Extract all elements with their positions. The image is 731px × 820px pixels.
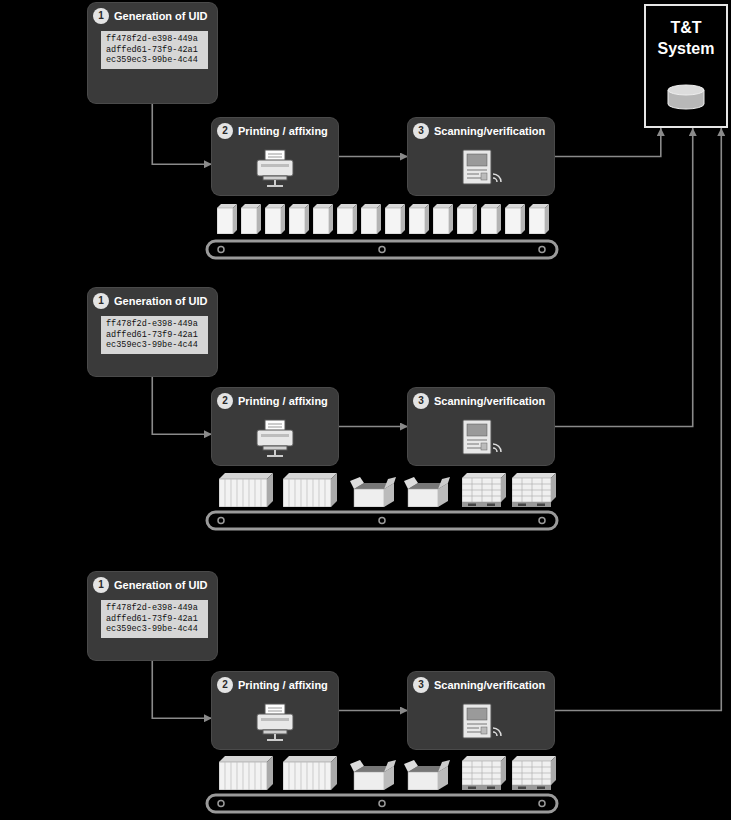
flow-arrow (338, 156, 408, 158)
uid-code: adffed61-73f9-42a1 (106, 45, 203, 56)
callout-number: 3 (413, 123, 429, 139)
connectors (152, 103, 721, 718)
callout-number-text: 3 (418, 396, 424, 406)
callout-number: 1 (93, 577, 109, 593)
uid-code: adffed61-73f9-42a1 (106, 614, 203, 625)
db-icon (666, 84, 706, 110)
callout-number-text: 3 (418, 126, 424, 136)
flow-arrow (152, 660, 212, 718)
printer-icon (253, 418, 297, 458)
uid-code: ff478f2d-e398-449a (106, 34, 203, 45)
process-box: 2 Printing / affixing (212, 672, 338, 749)
callout-number-text: 1 (98, 580, 104, 590)
callout-number: 1 (93, 293, 109, 309)
flow-arrow (338, 710, 408, 712)
printer-icon (253, 148, 297, 188)
scanner-icon (459, 702, 503, 742)
uid-code: ec359ec3-99be-4c44 (106, 340, 203, 351)
box-heading: Printing / affixing (238, 125, 328, 137)
flow-arrow (338, 426, 408, 428)
flow-arrow (554, 128, 661, 157)
flow-arrow (152, 376, 212, 434)
callout-number-text: 2 (222, 126, 228, 136)
flow-arrow (554, 128, 721, 711)
conveyor-row-3 (207, 756, 557, 812)
uid-list: ff478f2d-e398-449aadffed61-73f9-42a1ec35… (101, 316, 208, 354)
uid-code: ff478f2d-e398-449a (106, 603, 203, 614)
uid-list: ff478f2d-e398-449aadffed61-73f9-42a1ec35… (101, 600, 208, 638)
flow-arrow (152, 103, 212, 164)
callout-number: 2 (217, 123, 233, 139)
process-box: 1 Generation of UID ff478f2d-e398-449aadff… (88, 572, 217, 660)
box-heading: Scanning/verification (434, 125, 545, 137)
box-heading: Scanning/verification (434, 679, 545, 691)
callout-number-text: 3 (418, 680, 424, 690)
box-heading: Printing / affixing (238, 395, 328, 407)
uid-code: ff478f2d-e398-449a (106, 319, 203, 330)
process-box: 2 Printing / affixing (212, 118, 338, 195)
flow-arrow (554, 128, 692, 427)
box-heading: Printing / affixing (238, 679, 328, 691)
process-box: 3 Scanning/verification (408, 118, 554, 195)
process-box: 1 Generation of UID ff478f2d-e398-449aadff… (88, 3, 217, 103)
process-box: 3 Scanning/verification (408, 672, 554, 749)
conveyor-row-1 (207, 204, 557, 258)
process-box: 1 Generation of UID ff478f2d-e398-449aadff… (88, 288, 217, 376)
uid-code: ec359ec3-99be-4c44 (106, 55, 203, 66)
callout-number: 1 (93, 8, 109, 24)
process-box: 3 Scanning/verification (408, 388, 554, 465)
callout-number: 2 (217, 677, 233, 693)
system-box: T&T System (644, 4, 728, 128)
callout-number: 3 (413, 677, 429, 693)
box-heading: Generation of UID (114, 10, 208, 22)
callout-number-text: 1 (98, 11, 104, 21)
printer-icon (253, 702, 297, 742)
callout-number: 3 (413, 393, 429, 409)
box-heading: Scanning/verification (434, 395, 545, 407)
callout-number-text: 2 (222, 680, 228, 690)
system-label: T&T System (658, 18, 715, 60)
callout-number-text: 1 (98, 296, 104, 306)
scanner-icon (459, 418, 503, 458)
conveyor-row-2 (207, 473, 557, 529)
box-heading: Generation of UID (114, 579, 208, 591)
scanner-icon (459, 148, 503, 188)
uid-code: adffed61-73f9-42a1 (106, 330, 203, 341)
uid-code: ec359ec3-99be-4c44 (106, 624, 203, 635)
callout-number-text: 2 (222, 396, 228, 406)
box-heading: Generation of UID (114, 295, 208, 307)
callout-number: 2 (217, 393, 233, 409)
process-box: 2 Printing / affixing (212, 388, 338, 465)
uid-list: ff478f2d-e398-449aadffed61-73f9-42a1ec35… (101, 31, 208, 69)
